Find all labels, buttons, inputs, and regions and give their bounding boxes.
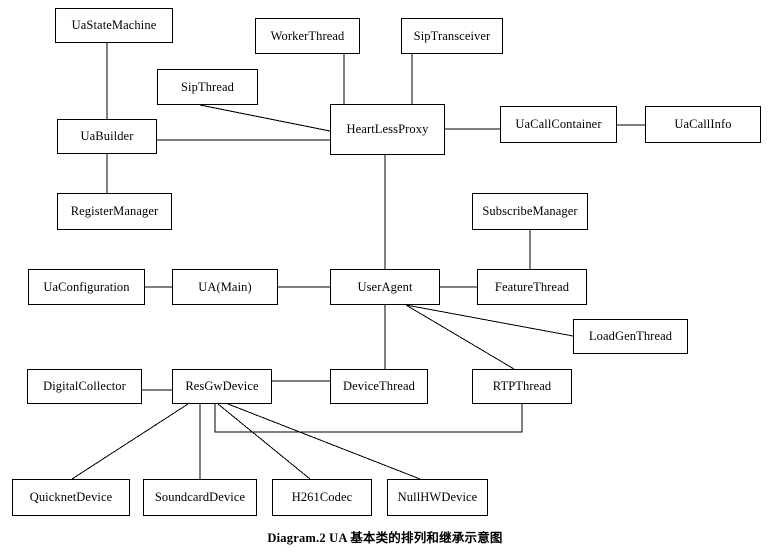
- caption-chinese: 基本类的排列和继承示意图: [350, 530, 503, 545]
- class-node-label: DigitalCollector: [43, 379, 126, 394]
- connector-resgwdevice-quicknetdevice: [71, 403, 189, 480]
- connector-resgwdevice-h261codec: [217, 403, 311, 480]
- class-node-h261codec[interactable]: H261Codec: [272, 479, 372, 516]
- class-node-label: SoundcardDevice: [154, 490, 246, 505]
- class-node-label: DeviceThread: [343, 379, 415, 394]
- class-node-label: FeatureThread: [494, 279, 570, 294]
- class-node-label: SipThread: [181, 79, 234, 94]
- connector-useragent-loadgenthread: [405, 304, 574, 337]
- class-node-registermanager[interactable]: RegisterManager: [57, 193, 172, 230]
- class-node-sipthread[interactable]: SipThread: [157, 69, 258, 105]
- class-node-devicethread[interactable]: DeviceThread: [330, 369, 428, 404]
- class-node-label: UaCallContainer: [515, 117, 602, 132]
- class-node-uaconfiguration[interactable]: UaConfiguration: [28, 269, 145, 305]
- class-node-label: RTPThread: [492, 379, 552, 394]
- class-node-label: H261Codec: [291, 490, 353, 505]
- class-node-label: LoadGenThread: [588, 329, 673, 344]
- class-node-rtpthread[interactable]: RTPThread: [472, 369, 572, 404]
- class-node-label: UaBuilder: [80, 129, 134, 144]
- class-node-label: SipTransceiver: [413, 28, 491, 43]
- class-node-label: ResGwDevice: [185, 379, 259, 394]
- class-node-quicknetdevice[interactable]: QuicknetDevice: [12, 479, 130, 516]
- class-node-uacallinfo[interactable]: UaCallInfo: [645, 106, 761, 143]
- class-node-workerthread[interactable]: WorkerThread: [255, 18, 360, 54]
- class-node-label: HeartLessProxy: [346, 122, 429, 137]
- class-node-uacallcontainer[interactable]: UaCallContainer: [500, 106, 617, 143]
- class-node-subscribemanager[interactable]: SubscribeManager: [472, 193, 588, 230]
- connector-resgwdevice-rtpthread: [214, 404, 523, 433]
- class-node-ua-main[interactable]: UA(Main): [172, 269, 278, 305]
- class-node-label: RegisterManager: [70, 204, 159, 219]
- class-node-digitalcollector[interactable]: DigitalCollector: [27, 369, 142, 404]
- caption-prefix: Diagram.2 UA: [267, 531, 351, 545]
- class-node-featurethread[interactable]: FeatureThread: [477, 269, 587, 305]
- class-node-soundcarddevice[interactable]: SoundcardDevice: [143, 479, 257, 516]
- class-node-resgwdevice[interactable]: ResGwDevice: [172, 369, 272, 404]
- class-node-label: UaConfiguration: [43, 279, 130, 294]
- connector-resgwdevice-nullhwdevice: [227, 403, 421, 480]
- class-node-label: UaCallInfo: [674, 117, 732, 132]
- class-node-heartlessproxy[interactable]: HeartLessProxy: [330, 104, 445, 155]
- class-node-uabuilder[interactable]: UaBuilder: [57, 119, 157, 154]
- class-node-label: UaStateMachine: [71, 18, 157, 33]
- class-node-label: NullHWDevice: [397, 490, 478, 505]
- class-node-siptransceiver[interactable]: SipTransceiver: [401, 18, 503, 54]
- class-node-uastatemachine[interactable]: UaStateMachine: [55, 8, 173, 43]
- class-node-loadgenthread[interactable]: LoadGenThread: [573, 319, 688, 354]
- class-node-label: UserAgent: [357, 279, 413, 294]
- class-node-useragent[interactable]: UserAgent: [330, 269, 440, 305]
- class-node-nullhwdevice[interactable]: NullHWDevice: [387, 479, 488, 516]
- connector-sipthread-heartlessproxy: [199, 104, 331, 132]
- diagram-caption: Diagram.2 UA 基本类的排列和继承示意图: [0, 527, 770, 546]
- class-node-label: WorkerThread: [270, 28, 345, 43]
- connector-useragent-rtpthread: [405, 304, 515, 370]
- class-node-label: SubscribeManager: [482, 204, 578, 219]
- class-node-label: QuicknetDevice: [29, 490, 113, 505]
- class-node-label: UA(Main): [198, 279, 252, 294]
